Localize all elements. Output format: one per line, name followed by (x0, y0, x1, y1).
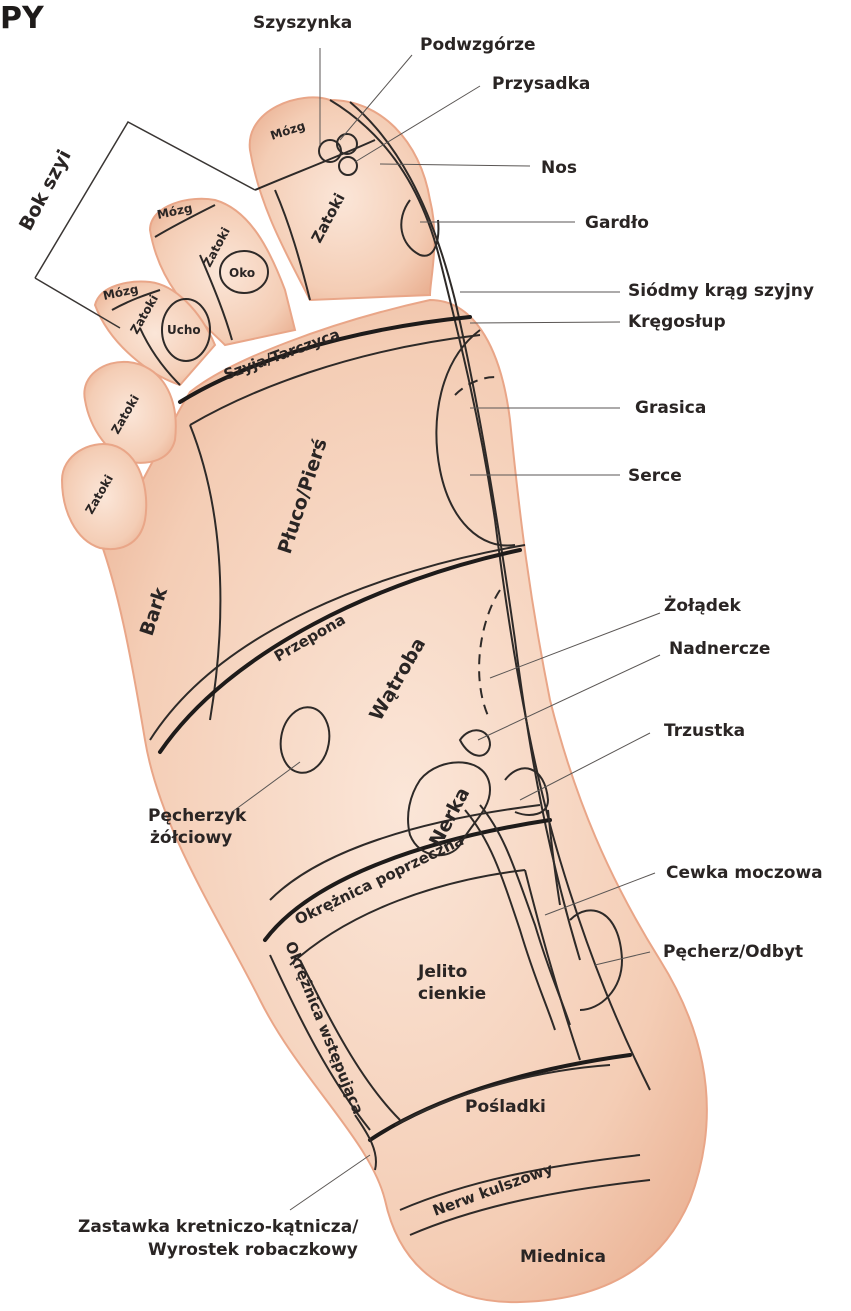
label-pecherzyk-1: Pęcherzyk (148, 806, 247, 826)
label-zastawka-2: Wyrostek robaczkowy (148, 1240, 358, 1260)
label-siodmy-krag: Siódmy krąg szyjny (628, 281, 814, 301)
label-grasica: Grasica (635, 398, 706, 418)
label-pecherzyk-2: żółciowy (150, 828, 232, 848)
label-gardlo: Gardło (585, 213, 649, 233)
label-nadnercze: Nadnercze (669, 639, 770, 659)
label-podwzgorze: Podwzgórze (420, 35, 536, 55)
zone-oko: Oko (229, 266, 255, 280)
label-cewka: Cewka moczowa (666, 863, 823, 883)
zone-ucho: Ucho (167, 323, 201, 337)
label-szyszynka: Szyszynka (253, 13, 352, 33)
zone-miednica: Miednica (520, 1247, 606, 1267)
label-zoladek: Żołądek (664, 594, 741, 616)
label-trzustka: Trzustka (664, 721, 745, 741)
label-przysadka: Przysadka (492, 74, 590, 94)
label-zastawka-1: Zastawka kretniczo-kątnicza/ (78, 1217, 359, 1237)
header-fragment: PY (0, 1, 45, 36)
sole-shape (100, 300, 707, 1302)
label-pecherz: Pęcherz/Odbyt (663, 942, 803, 962)
label-serce: Serce (628, 466, 682, 486)
label-kregoslup: Kręgosłup (628, 312, 726, 332)
zone-jelito-2: cienkie (418, 984, 486, 1004)
zone-posladki: Pośladki (465, 1097, 546, 1117)
zone-jelito-1: Jelito (417, 962, 467, 982)
label-bok-szyi: Bok szyi (15, 146, 76, 234)
label-nos: Nos (541, 158, 577, 178)
